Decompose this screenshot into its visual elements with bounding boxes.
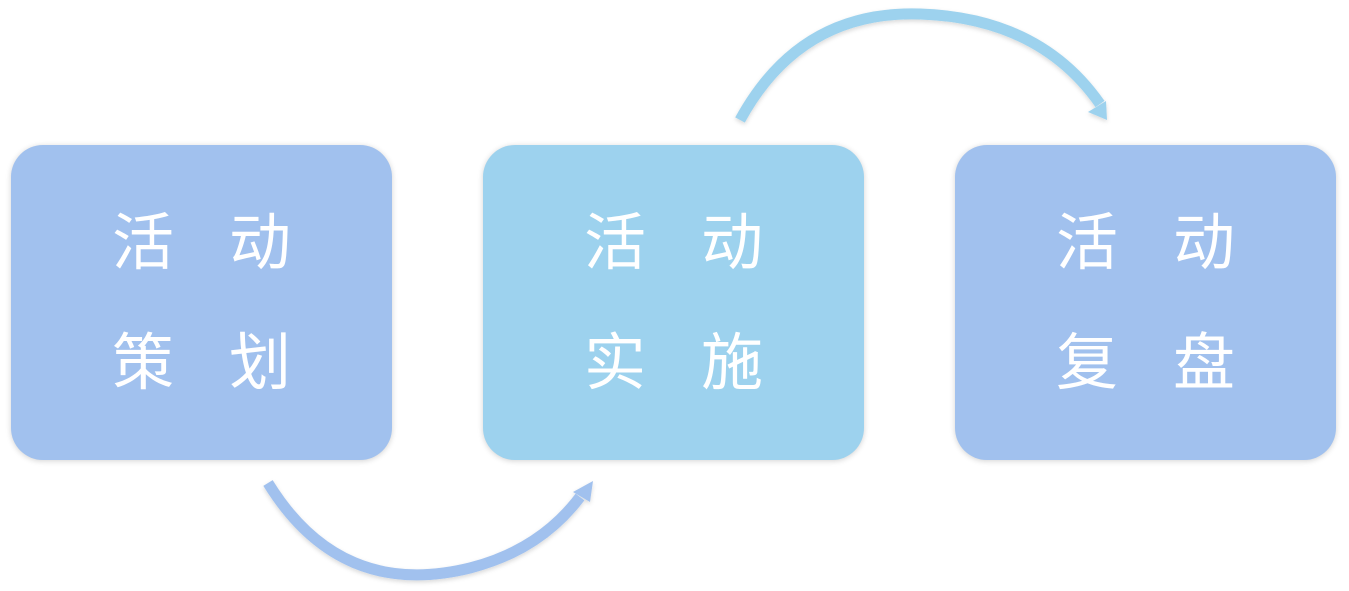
step-title-line2: 策划	[111, 325, 346, 399]
step-title-line1: 活动	[583, 205, 818, 279]
arrow-plan-to-execute	[263, 480, 593, 581]
step-box-review: 活动 复盘	[955, 145, 1336, 460]
step-title-line1: 活动	[111, 205, 346, 279]
arrow-execute-to-review	[735, 8, 1107, 123]
step-title-line1: 活动	[1055, 205, 1290, 279]
step-title-line2: 实施	[583, 325, 818, 399]
step-title-line2: 复盘	[1055, 325, 1290, 399]
step-box-plan: 活动 策划	[11, 145, 392, 460]
step-box-execute: 活动 实施	[483, 145, 864, 460]
